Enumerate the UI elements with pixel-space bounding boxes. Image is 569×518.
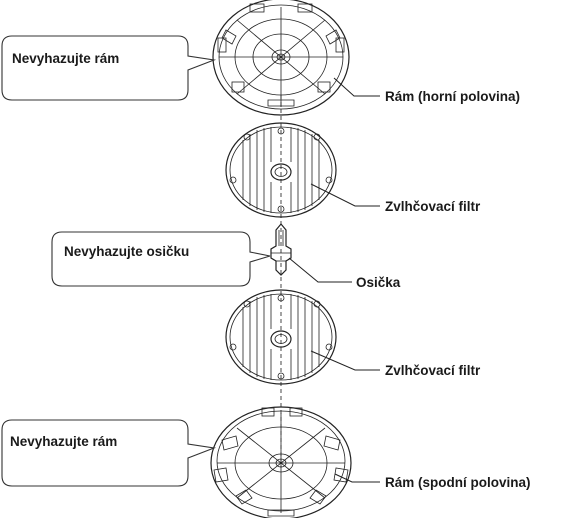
leader-filter-lower [311, 351, 380, 370]
callout-axle-text: Nevyhazujte osičku [64, 244, 189, 259]
frame-top-half [213, 0, 349, 115]
label-filter-upper: Zvlhčovací filtr [385, 199, 481, 214]
callout-bottom-frame-text: Nevyhazujte rám [10, 434, 117, 449]
label-filter-lower: Zvlhčovací filtr [385, 363, 481, 378]
frame-bottom-half [211, 407, 351, 518]
callout-axle: Nevyhazujte osičku [52, 232, 270, 286]
callout-top-frame-text: Nevyhazujte rám [12, 51, 119, 66]
callout-top-frame: Nevyhazujte rám [2, 36, 214, 100]
callout-bottom-frame: Nevyhazujte rám [2, 420, 214, 486]
label-frame-bottom: Rám (spodní polovina) [385, 475, 531, 490]
leader-axle [289, 258, 352, 282]
label-axle: Osička [356, 275, 401, 290]
leader-frame-top [334, 78, 380, 96]
label-frame-top: Rám (horní polovina) [385, 89, 520, 104]
